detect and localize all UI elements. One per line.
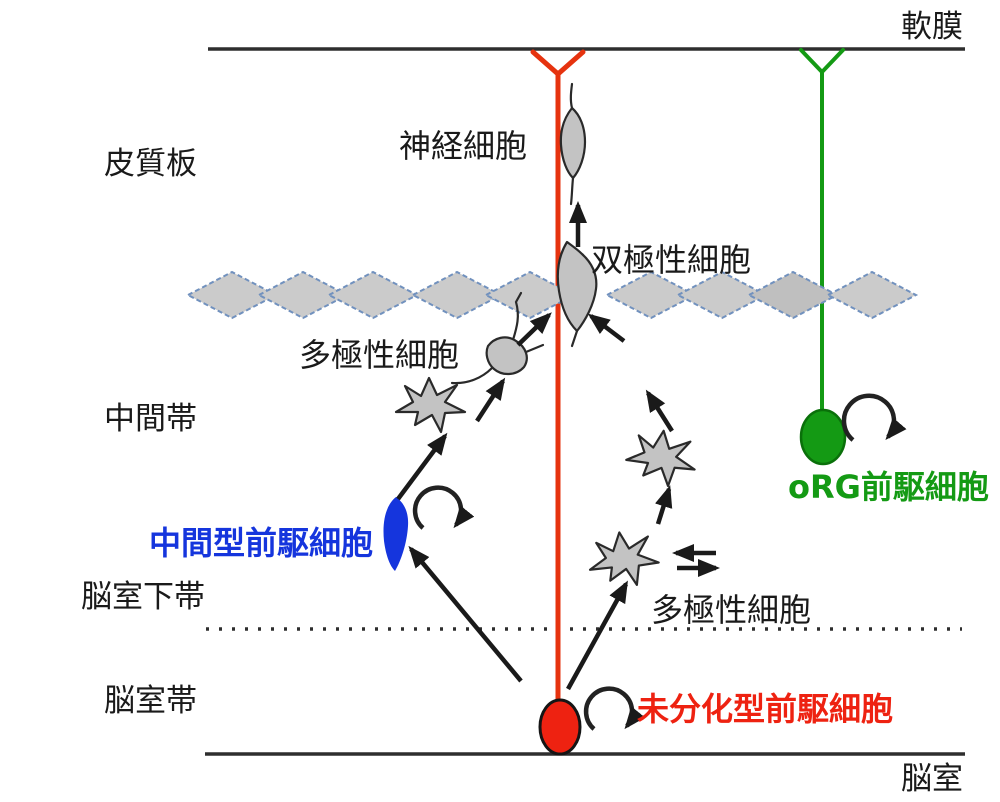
label-ventricular-zone: 脳室帯 <box>104 683 197 719</box>
label-bipolar-cell: 双極性細胞 <box>591 241 751 279</box>
label-org-progenitor: oRG前駆細胞 <box>788 468 989 506</box>
label-multipolar-cell-upper: 多極性細胞 <box>299 336 459 374</box>
self-renewal-arrow-ipc <box>412 485 475 530</box>
label-pia: 軟膜 <box>901 9 963 45</box>
undifferentiated-progenitor-cell <box>538 698 582 756</box>
arrow-right-lower-to-mid <box>655 485 673 525</box>
multipolar-cell-right-mid <box>625 429 696 488</box>
intermediate-progenitor-cell <box>383 497 409 571</box>
multipolar-cell-left <box>394 376 467 434</box>
self-renewal-arrow-org <box>841 393 907 442</box>
arrow-right-mid-up <box>645 389 674 433</box>
org-progenitor-cell <box>799 408 847 466</box>
label-cortical-plate: 皮質板 <box>104 146 197 182</box>
arrow-right-to-bipolar <box>587 313 626 343</box>
arrow-multipolar-to-transitional <box>475 377 506 423</box>
subplate-diamond-row <box>185 270 919 320</box>
bipolar-cell <box>556 240 598 348</box>
arrow-ipc-to-multipolar <box>396 432 448 501</box>
label-subventricular-zone: 脳室下帯 <box>81 579 205 615</box>
label-intermediate-progenitor: 中間型前駆細胞 <box>149 524 373 562</box>
arrow-progenitor-to-ipc <box>408 545 523 683</box>
label-ventricle: 脳室 <box>901 761 963 797</box>
multipolar-cell-right-lower <box>588 531 660 587</box>
arrow-progenitor-to-multipolar <box>566 580 628 691</box>
label-multipolar-cell-lower: 多極性細胞 <box>651 591 811 629</box>
label-intermediate-zone: 中間帯 <box>104 401 197 437</box>
self-renewal-arrow-progenitor <box>583 686 646 731</box>
label-undifferentiated-progenitor: 未分化型前駆細胞 <box>637 690 893 728</box>
arrow-transitional-to-bipolar <box>516 312 552 347</box>
neuron-cell <box>559 82 587 206</box>
radial-fiber-red <box>530 49 586 705</box>
self-renewal-arrows <box>412 393 907 731</box>
transitional-cell <box>450 291 545 385</box>
migration-arrows <box>396 201 720 691</box>
label-neuron: 神経細胞 <box>399 127 527 165</box>
radial-fiber-green <box>799 48 845 414</box>
